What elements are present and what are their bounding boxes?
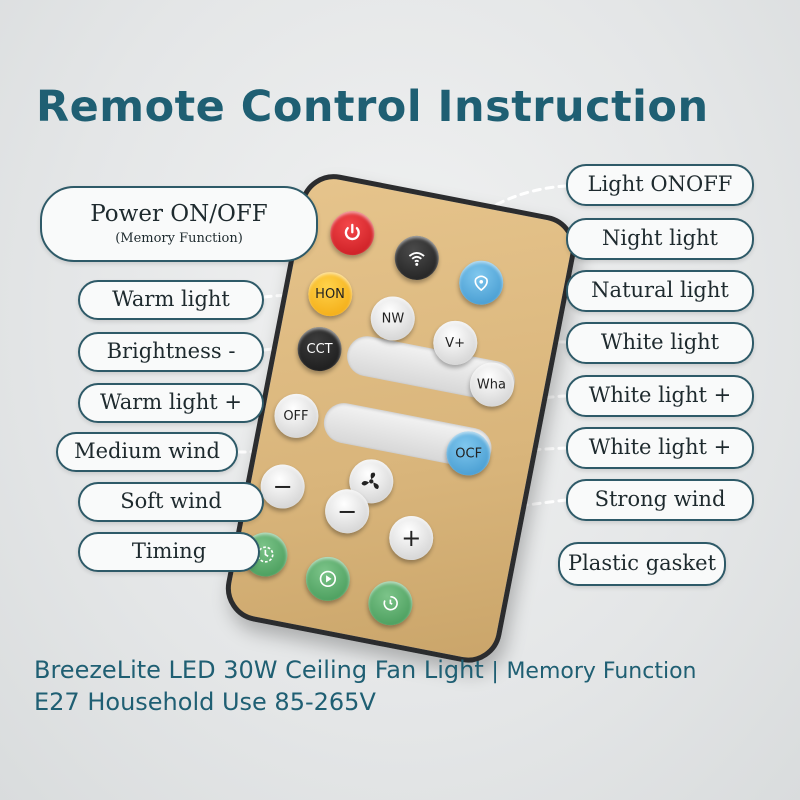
label-strong-wind: Strong wind xyxy=(566,479,754,521)
brightness-minus-button[interactable]: CCT xyxy=(293,323,346,375)
tagline-separator: | xyxy=(491,659,499,684)
tagline-product: BreezeLite LED 30W Ceiling Fan Light xyxy=(34,656,484,684)
tagline-feature: Memory Function xyxy=(506,659,697,684)
label-warm-light: Warm light xyxy=(78,280,264,320)
night-light-button[interactable] xyxy=(455,256,508,309)
page-title: Remote Control Instruction xyxy=(36,82,709,132)
timer-icon xyxy=(257,546,274,563)
cct-label: CCT xyxy=(306,341,333,357)
label-soft-wind: Soft wind xyxy=(78,482,264,522)
label-power-sub: (Memory Function) xyxy=(115,230,243,246)
label-power: Power ON/OFF (Memory Function) xyxy=(40,186,318,262)
label-warm-light-plus: Warm light + xyxy=(78,383,264,423)
off-label: OFF xyxy=(283,408,310,424)
night-light-icon xyxy=(474,275,488,292)
strong-wind-button[interactable]: + xyxy=(385,512,438,564)
label-medium-wind: Medium wind xyxy=(56,432,238,472)
timing-button[interactable] xyxy=(239,528,292,581)
power-icon xyxy=(344,223,360,241)
play-button[interactable] xyxy=(302,553,354,605)
timer-cycle-button[interactable] xyxy=(364,577,417,630)
ocf-label: OCF xyxy=(455,445,482,461)
wha-label: Wha xyxy=(477,377,507,393)
warm-light-plus-button[interactable]: OFF xyxy=(270,390,323,442)
wifi-icon xyxy=(408,251,425,266)
cycle-timer-icon xyxy=(383,596,398,611)
fan-button[interactable] xyxy=(345,455,398,508)
play-icon xyxy=(319,570,337,588)
light-onoff-button[interactable] xyxy=(390,232,443,284)
plus-label: + xyxy=(401,524,422,553)
label-light-onoff: Light ONOFF xyxy=(566,164,754,206)
nw-label: NW xyxy=(381,310,405,326)
remote-control: HON NW V+ CCT Wha OFF OCF − − + xyxy=(220,168,582,669)
label-power-text: Power ON/OFF xyxy=(90,201,268,228)
label-natural-light: Natural light xyxy=(566,270,754,312)
minus-label: − xyxy=(272,472,293,501)
warm-light-button[interactable]: HON xyxy=(304,268,357,320)
minus-label-2: − xyxy=(337,497,358,526)
label-plastic-gasket: Plastic gasket xyxy=(558,542,726,586)
label-white-light-plus-2: White light + xyxy=(566,427,754,469)
hon-label: HON xyxy=(315,286,346,302)
label-white-light: White light xyxy=(566,322,754,364)
product-tagline-line1: BreezeLite LED 30W Ceiling Fan Light | M… xyxy=(34,656,696,684)
label-night-light: Night light xyxy=(566,218,754,260)
vplus-label: V+ xyxy=(445,335,466,351)
fan-icon xyxy=(361,472,379,489)
label-brightness-minus: Brightness - xyxy=(78,332,264,372)
product-tagline-line2: E27 Household Use 85-265V xyxy=(34,688,376,716)
power-button[interactable] xyxy=(326,207,379,259)
label-timing: Timing xyxy=(78,532,260,572)
soft-wind-button[interactable]: − xyxy=(256,460,309,513)
label-white-light-plus-1: White light + xyxy=(566,375,754,417)
